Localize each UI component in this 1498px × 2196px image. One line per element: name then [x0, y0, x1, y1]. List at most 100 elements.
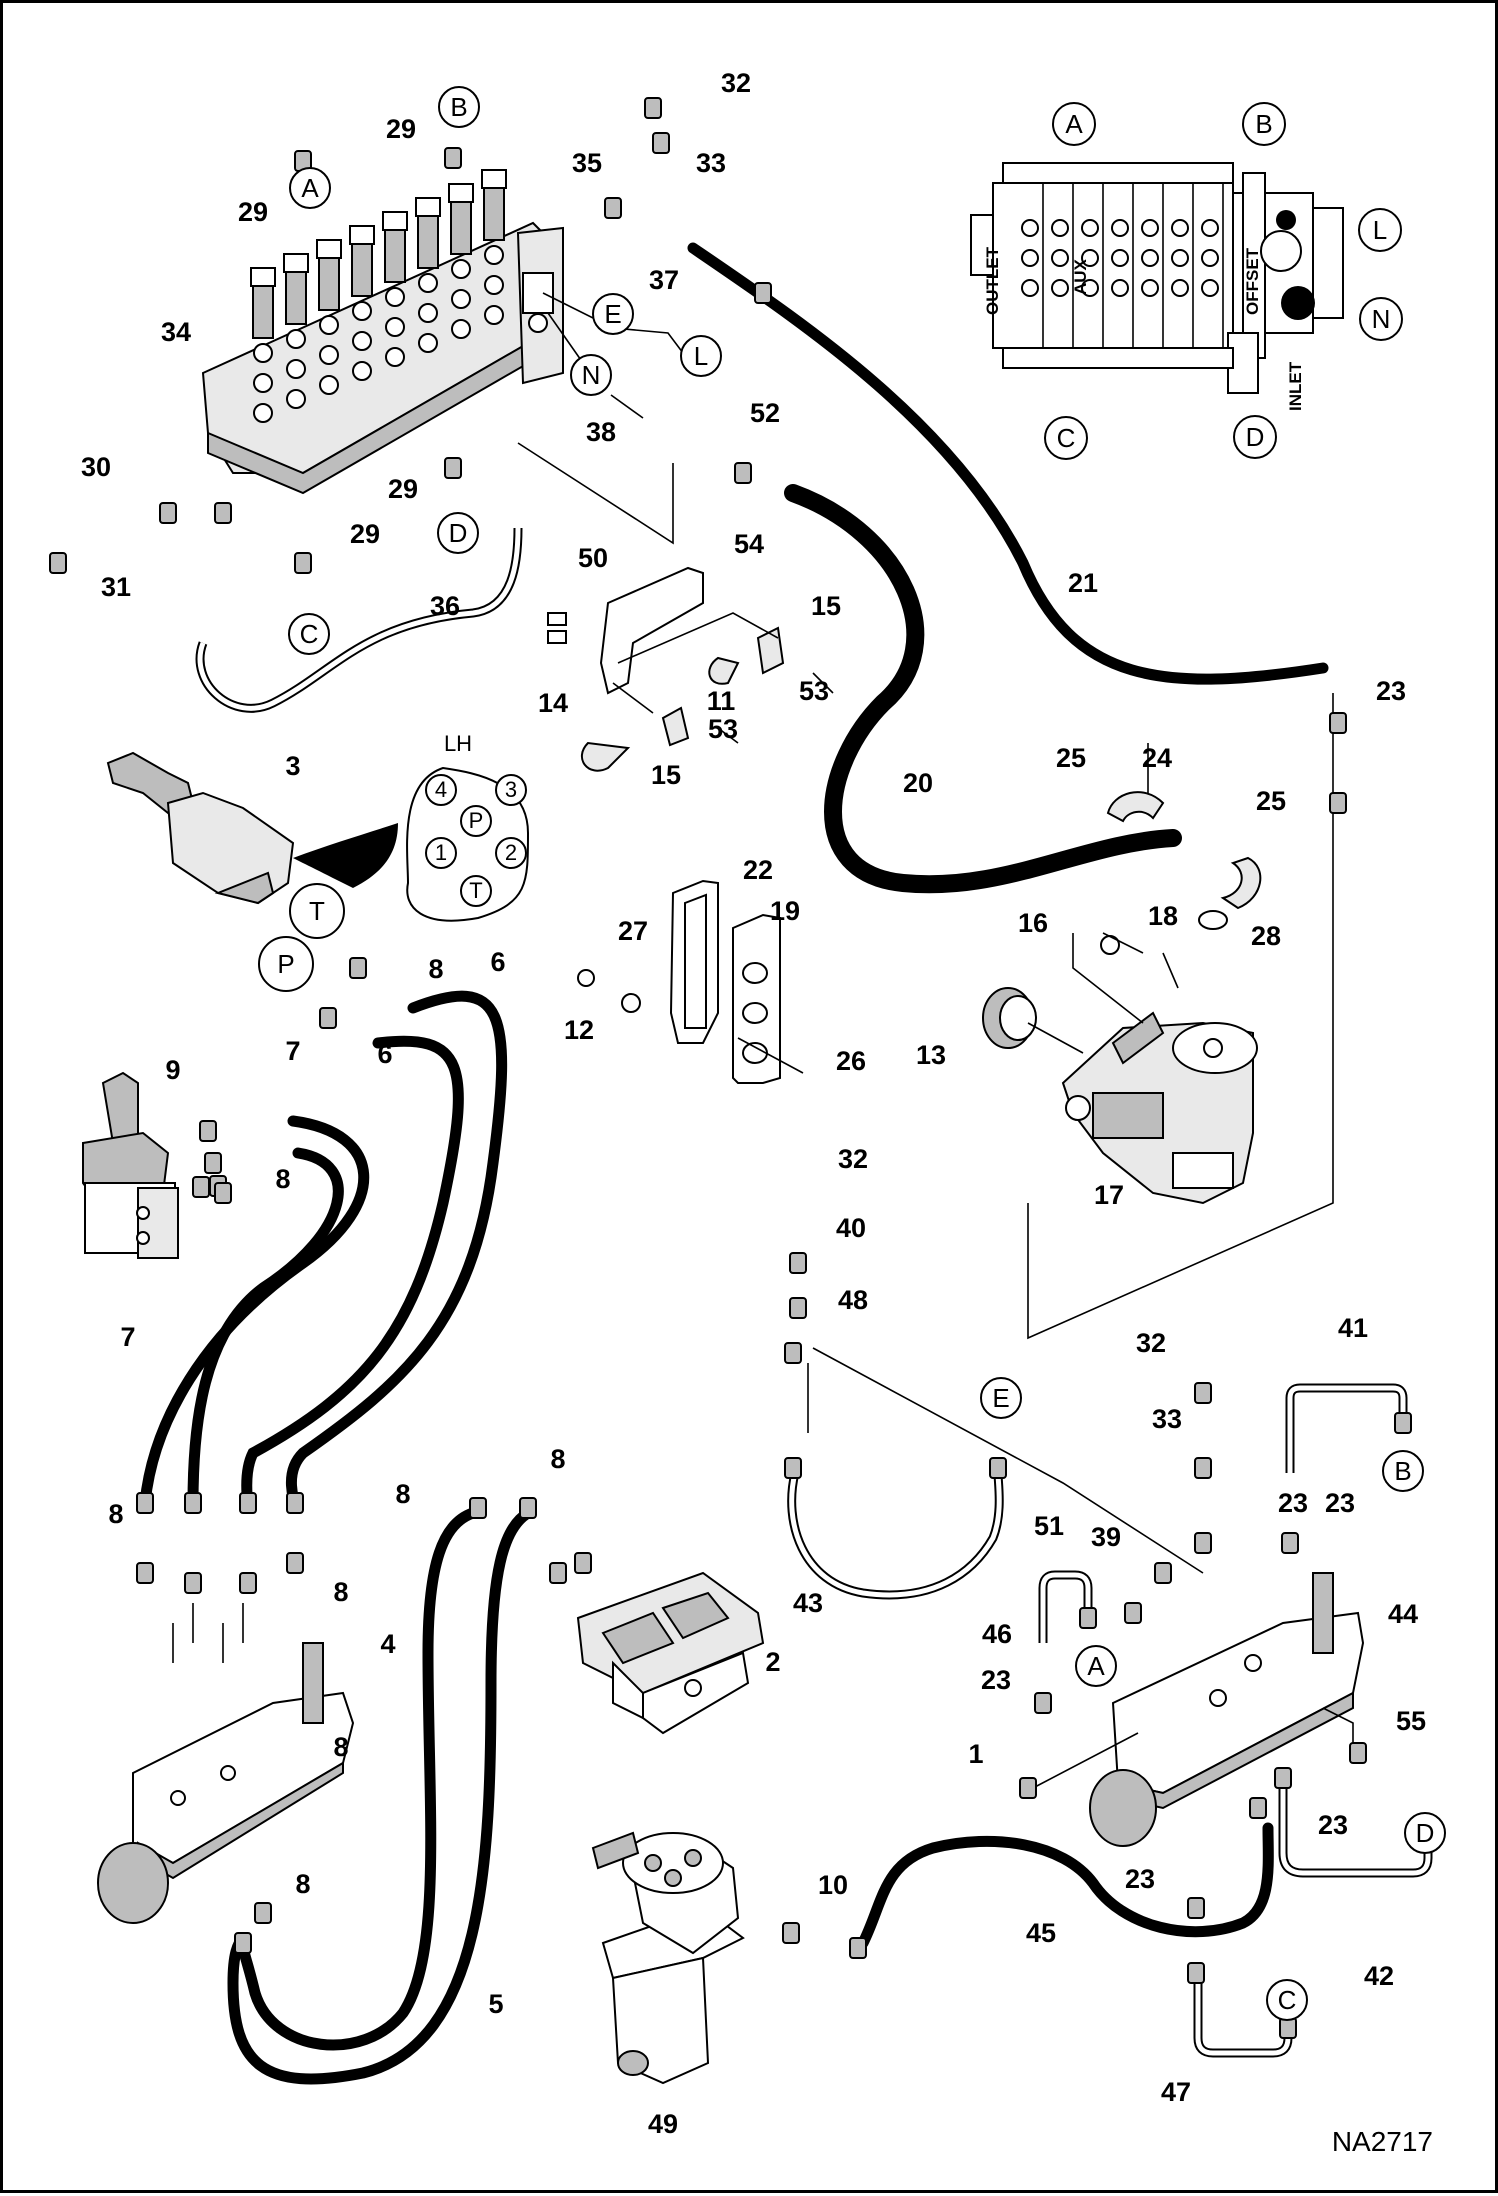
pattern-port	[425, 837, 457, 869]
hose-20	[784, 484, 1182, 894]
callout-number: 35	[572, 148, 602, 178]
port-circle	[1358, 208, 1402, 252]
callout-number: 20	[903, 768, 933, 798]
port-letter: A	[301, 173, 319, 203]
manifold-44	[1089, 1572, 1365, 1847]
port-letter: L	[694, 341, 708, 371]
fitting	[136, 1562, 154, 1584]
tube-46	[1040, 1572, 1091, 1643]
drawing-code: NA2717	[1332, 2126, 1433, 2157]
callout-number: 52	[750, 398, 780, 428]
fitting	[1274, 1767, 1292, 1789]
callout-number: 33	[1152, 1404, 1182, 1434]
callout-number: 23	[1376, 676, 1406, 706]
callout-number: 28	[1251, 921, 1281, 951]
callout-number: 36	[430, 591, 460, 621]
valve-inset	[970, 162, 1344, 394]
fitting	[549, 1562, 567, 1584]
callout-number: 32	[721, 68, 751, 98]
pedal-valve-2	[576, 1571, 765, 1735]
port-letter: N	[1372, 304, 1391, 334]
callout-number: 8	[108, 1499, 123, 1529]
fitting	[214, 1182, 232, 1204]
pattern-port-label: 4	[435, 777, 447, 802]
fitting	[204, 1152, 222, 1174]
pattern-port-label: T	[469, 878, 482, 903]
callout-number: 25	[1256, 786, 1286, 816]
pattern-port-label: 1	[435, 840, 447, 865]
port-letter: C	[1057, 423, 1076, 453]
callout-number: 29	[350, 519, 380, 549]
port-circle	[1404, 1812, 1446, 1854]
tube-42	[1280, 1783, 1431, 1876]
pattern-port	[495, 837, 527, 869]
callout-number: 14	[538, 688, 568, 718]
port-circle	[288, 613, 330, 655]
fitting	[444, 457, 462, 479]
callout-number: 32	[1136, 1328, 1166, 1358]
port-letter: C	[1278, 1985, 1297, 2015]
hose-7b	[187, 1147, 344, 1509]
swivel-49	[591, 1831, 745, 2085]
callout-number: 43	[793, 1588, 823, 1618]
callout-number: 25	[1056, 743, 1086, 773]
callout-number: 23	[1125, 1864, 1155, 1894]
callout-number: 11	[707, 686, 736, 716]
callout-number: 3	[285, 751, 300, 781]
fitting	[1394, 1412, 1412, 1434]
port-letter: B	[450, 92, 467, 122]
pattern-port-label: 2	[505, 840, 517, 865]
port-circle	[1359, 297, 1403, 341]
callout-number: 55	[1396, 1706, 1426, 1736]
fitting	[1281, 1532, 1299, 1554]
callout-number: 51	[1034, 1511, 1064, 1541]
fitting	[1187, 1897, 1205, 1919]
callout-number: 7	[120, 1322, 135, 1352]
fitting	[1154, 1562, 1172, 1584]
port-circle	[1075, 1645, 1117, 1687]
fitting	[239, 1492, 257, 1514]
fitting	[1079, 1607, 1097, 1629]
callout-number: 4	[380, 1629, 395, 1659]
leader-lines	[172, 292, 1354, 1789]
fitting	[199, 1120, 217, 1142]
inset-label-outlet: OUTLET	[983, 246, 1002, 315]
fitting	[49, 552, 67, 574]
fitting	[159, 502, 177, 524]
fitting	[286, 1492, 304, 1514]
clamp-25b	[1220, 856, 1262, 910]
clamp-25a	[1106, 791, 1165, 823]
cap-13	[982, 987, 1084, 1054]
callout-number: 53	[799, 676, 829, 706]
callout-number: 12	[564, 1015, 594, 1045]
fitting	[784, 1457, 802, 1479]
fitting	[1019, 1777, 1037, 1799]
fitting	[136, 1492, 154, 1514]
callout-number: 1	[968, 1739, 983, 1769]
tube-47	[1195, 1978, 1291, 2056]
fitting	[519, 1497, 537, 1519]
fitting	[784, 1342, 802, 1364]
callout-number: 8	[333, 1577, 348, 1607]
hose-6a	[286, 990, 508, 1509]
inset-label-inlet: INLET	[1286, 361, 1305, 411]
callout-number: 10	[818, 1870, 848, 1900]
port-letter: L	[1373, 215, 1387, 245]
callout-number: 13	[916, 1040, 946, 1070]
port-circle	[570, 354, 612, 396]
callout-number: 27	[618, 916, 648, 946]
port-circle	[680, 335, 722, 377]
callout-number: 26	[836, 1046, 866, 1076]
pattern-port-label: 3	[505, 777, 517, 802]
callout-number: 8	[275, 1164, 290, 1194]
callout-number: 15	[811, 591, 841, 621]
callout-number: 9	[165, 1055, 180, 1085]
port-circle	[258, 936, 314, 992]
fitting	[1194, 1382, 1212, 1404]
tube-43	[789, 1472, 1002, 1598]
port-letter: D	[1416, 1818, 1435, 1848]
port-letter: E	[604, 299, 621, 329]
fitting	[574, 1552, 592, 1574]
port-letter: C	[300, 619, 319, 649]
callout-number: 42	[1364, 1961, 1394, 1991]
